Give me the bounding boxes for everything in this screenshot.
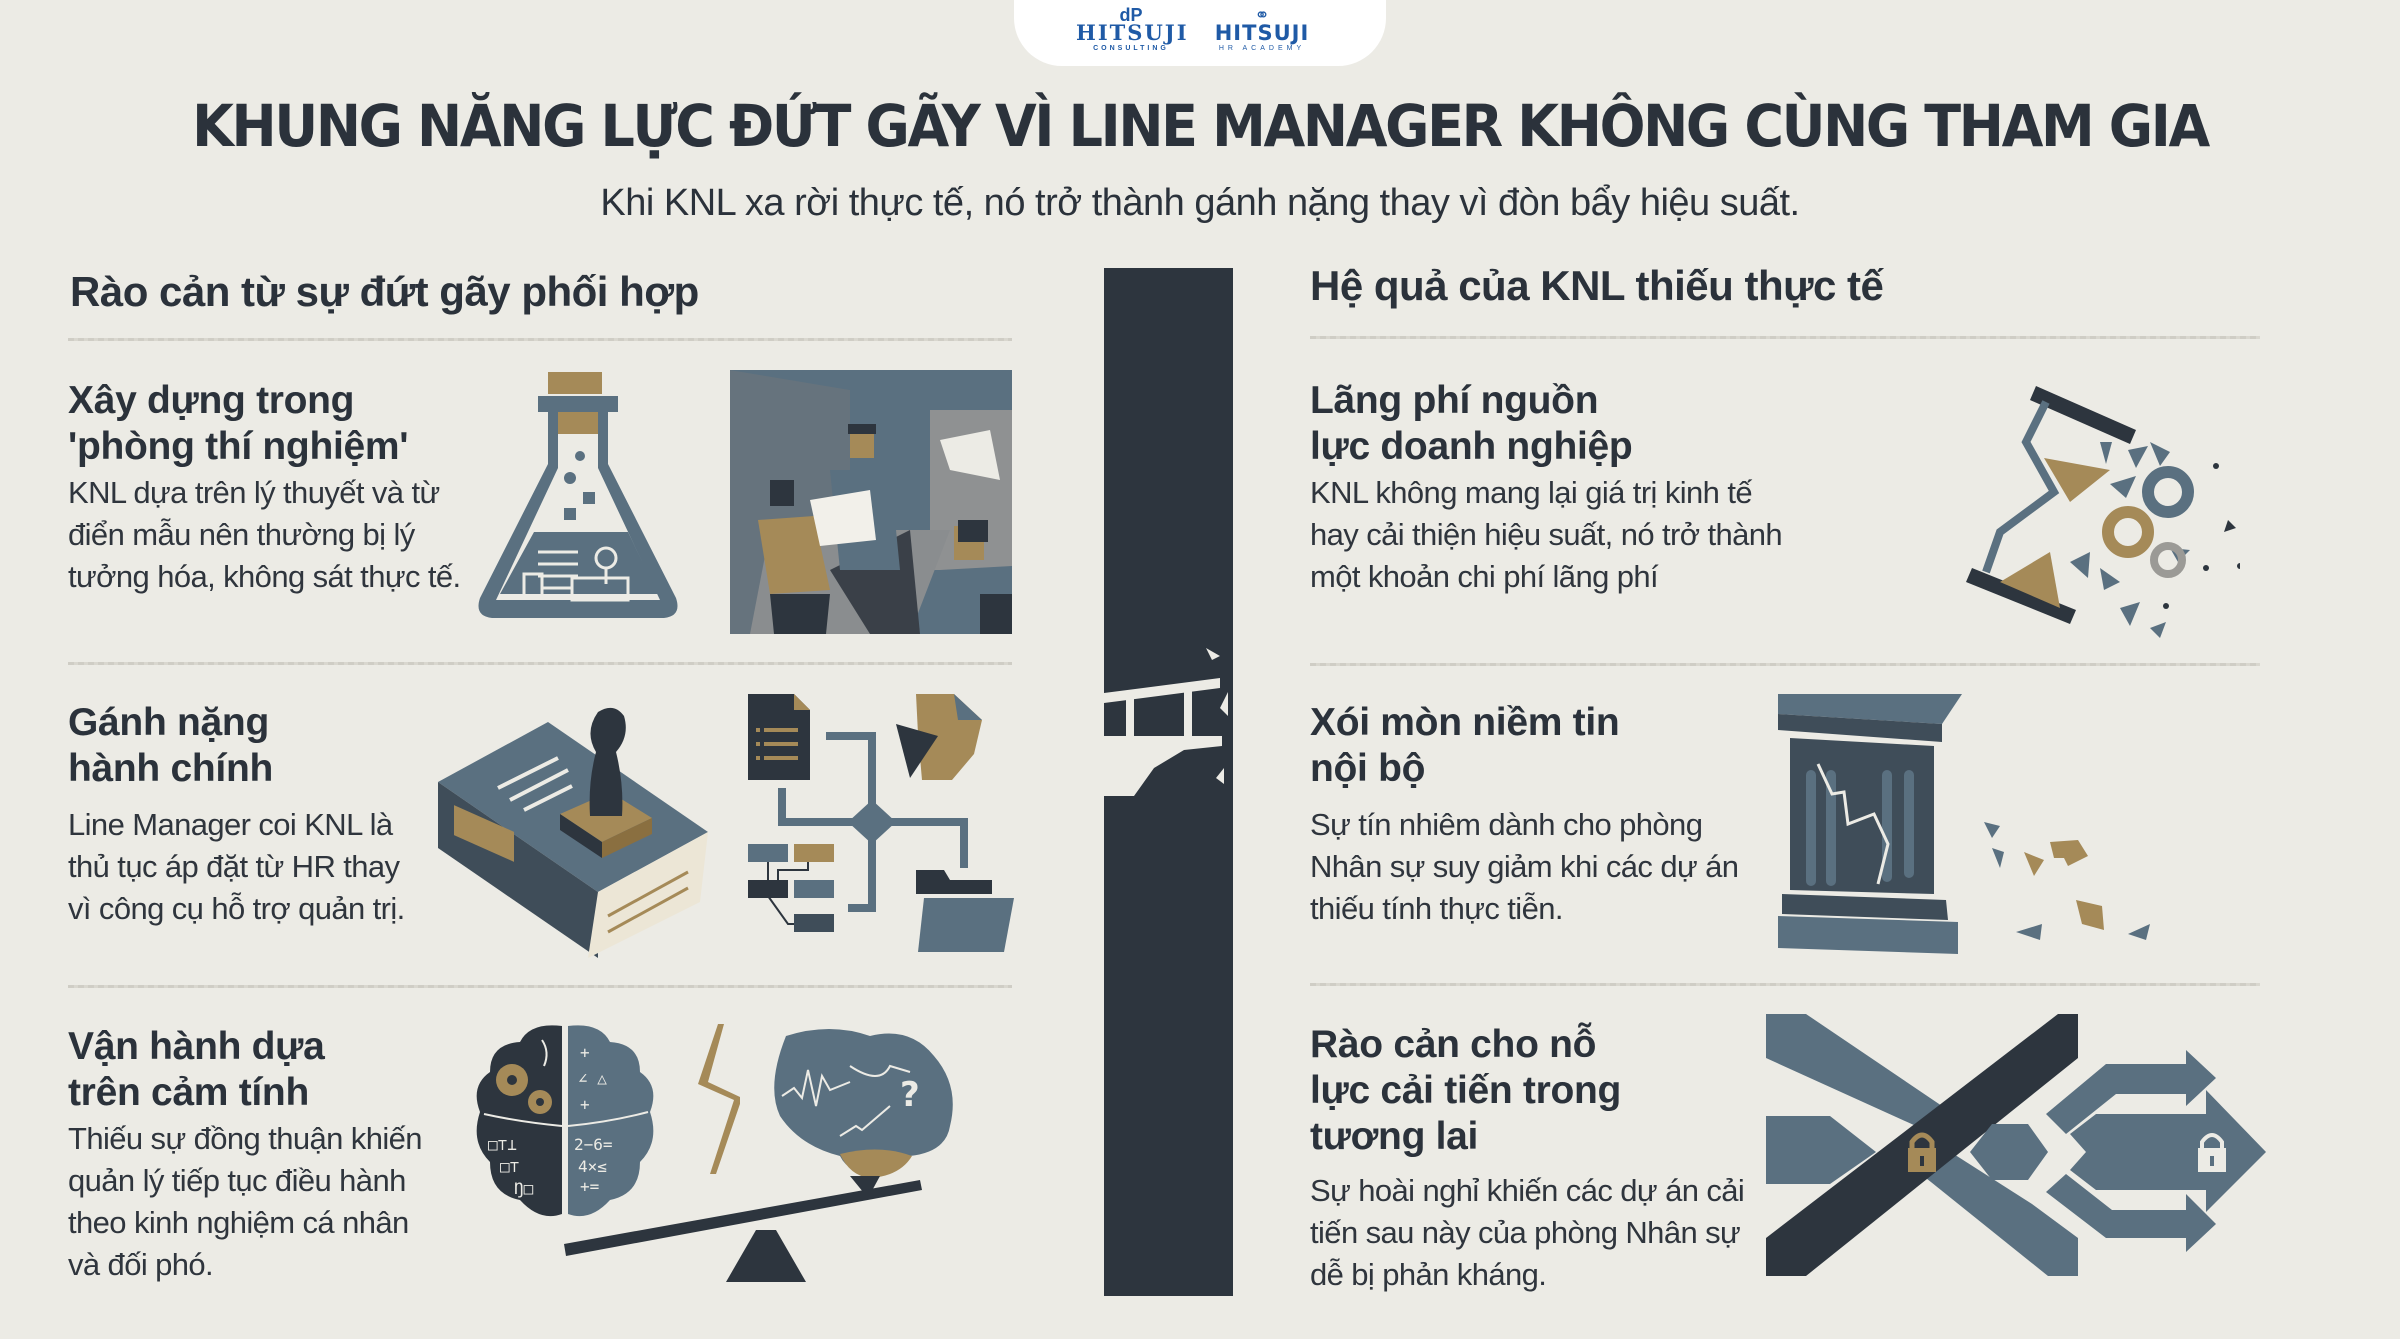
left-section-intuition: Vận hành dựa trên cảm tính Thiếu sự đồng… bbox=[68, 1024, 468, 1286]
section-title: Rào cản cho nỗ lực cải tiến trong tương … bbox=[1310, 1023, 1622, 1158]
office-meeting-illustration bbox=[730, 370, 1012, 634]
workflow-diagram-icon bbox=[748, 694, 1014, 956]
section-title: Lãng phí nguồn lực doanh nghiệp bbox=[1310, 379, 1633, 468]
section-title: Xây dựng trong 'phòng thí nghiệm' bbox=[68, 379, 409, 468]
svg-text:+=: += bbox=[580, 1177, 599, 1196]
right-section-resource-waste: Lãng phí nguồn lực doanh nghiệp KNL khôn… bbox=[1310, 378, 1790, 598]
left-section-divider-1 bbox=[68, 662, 1012, 665]
section-body: KNL không mang lại giá trị kinh tế hay c… bbox=[1310, 475, 1783, 594]
stamp-book-icon bbox=[438, 692, 710, 958]
left-column-heading: Rào cản từ sự đứt gãy phối hợp bbox=[70, 268, 699, 315]
section-title: Vận hành dựa trên cảm tính bbox=[68, 1025, 325, 1114]
brain-logic-icon: + ∠ △ + 2−6= 4×≤+= □⊤⊥ □⊤ Ŋ□ bbox=[470, 1022, 660, 1222]
academy-logo-wordmark: HITSUJI bbox=[1214, 21, 1310, 45]
left-section-lab: Xây dựng trong 'phòng thí nghiệm' KNL dự… bbox=[68, 378, 488, 598]
left-heading-divider bbox=[68, 338, 1012, 341]
logo-banner: dP HITSUJI CONSULTING ⚭ HITSUJI HR ACADE… bbox=[1014, 0, 1386, 66]
page-subtitle: Khi KNL xa rời thực tế, nó trở thành gán… bbox=[600, 182, 1800, 224]
section-body: KNL dựa trên lý thuyết và từ điển mẫu nê… bbox=[68, 475, 461, 594]
section-body: Sự tín nhiêm dành cho phòng Nhân sự suy … bbox=[1310, 807, 1739, 926]
right-column-heading: Hệ quả của KNL thiếu thực tế bbox=[1310, 262, 1884, 309]
consulting-logo-wordmark: HITSUJI bbox=[1076, 20, 1189, 45]
broken-bridge-icon bbox=[1104, 268, 1233, 1296]
svg-text:+: + bbox=[580, 1095, 590, 1114]
consulting-logo-mark-icon: dP bbox=[1119, 5, 1143, 25]
section-body: Thiếu sự đồng thuận khiến quản lý tiếp t… bbox=[68, 1121, 423, 1282]
svg-text:∠ △: ∠ △ bbox=[578, 1069, 607, 1088]
svg-text:□⊤: □⊤ bbox=[500, 1157, 519, 1176]
svg-text:Ŋ□: Ŋ□ bbox=[514, 1179, 534, 1198]
lab-flask-icon bbox=[468, 368, 688, 633]
consulting-logo-subtitle: CONSULTING bbox=[1093, 45, 1169, 52]
shattered-hourglass-icon bbox=[1950, 372, 2240, 642]
right-section-divider-2 bbox=[1310, 983, 2260, 986]
lightning-bolt-icon bbox=[690, 1024, 740, 1174]
page-title: KHUNG NĂNG LỰC ĐỨT GÃY VÌ LINE MANAGER K… bbox=[192, 92, 2210, 160]
svg-text:+: + bbox=[580, 1043, 590, 1062]
left-section-admin-burden: Gánh nặng hành chính Line Manager coi KN… bbox=[68, 700, 448, 930]
svg-text:?: ? bbox=[900, 1075, 920, 1115]
hitsuji-hr-academy-logo: ⚭ HITSUJI HR ACADEMY bbox=[1202, 6, 1322, 53]
section-body: Line Manager coi KNL là thủ tục áp đặt t… bbox=[68, 807, 405, 926]
svg-text:2−6=: 2−6= bbox=[574, 1135, 613, 1154]
section-title: Xói mòn niềm tin nội bộ bbox=[1310, 701, 1620, 790]
left-section-divider-2 bbox=[68, 985, 1012, 988]
blocked-arrows-lock-icon bbox=[1766, 1014, 2336, 1284]
academy-logo-subtitle: HR ACADEMY bbox=[1218, 45, 1306, 52]
svg-text:□⊤⊥: □⊤⊥ bbox=[488, 1135, 517, 1154]
section-body: Sự hoài nghỉ khiến các dự án cải tiến sa… bbox=[1310, 1173, 1745, 1292]
section-title: Gánh nặng hành chính bbox=[68, 701, 273, 790]
hitsuji-consulting-logo: dP HITSUJI CONSULTING bbox=[1076, 5, 1189, 53]
right-heading-divider bbox=[1310, 336, 2260, 339]
right-section-divider-1 bbox=[1310, 663, 2260, 666]
right-section-trust-erosion: Xói mòn niềm tin nội bộ Sự tín nhiêm dàn… bbox=[1310, 700, 1739, 930]
right-section-future-barrier: Rào cản cho nỗ lực cải tiến trong tương … bbox=[1310, 1022, 1770, 1296]
svg-text:4×≤: 4×≤ bbox=[578, 1157, 607, 1176]
brain-intuition-seesaw-icon: ? bbox=[550, 1026, 1010, 1286]
academy-logo-mark-icon: ⚭ bbox=[1254, 5, 1270, 25]
cracked-pillar-icon bbox=[1778, 694, 2178, 954]
